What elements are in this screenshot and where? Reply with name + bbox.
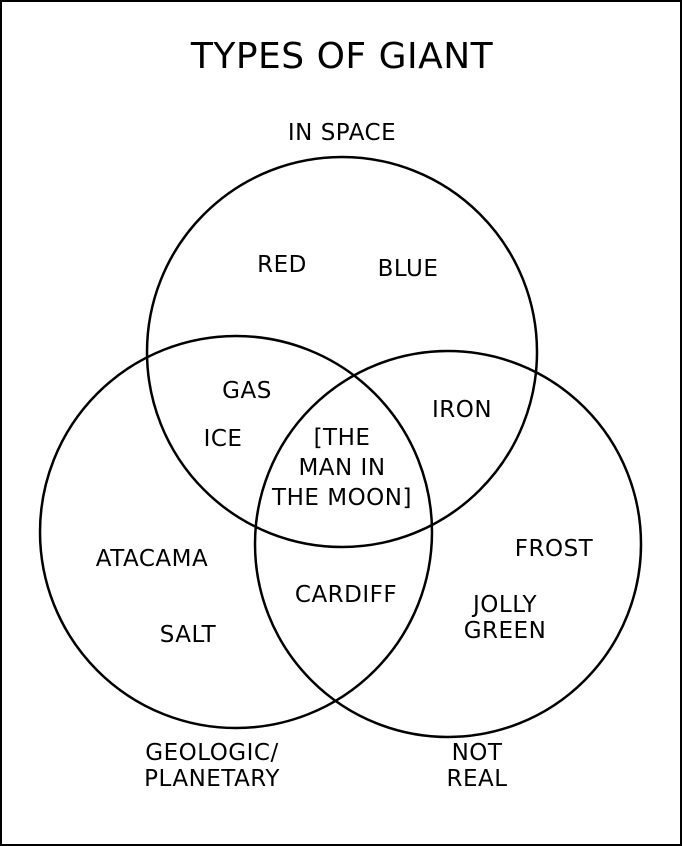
set-label-in-space: IN SPACE (287, 120, 397, 146)
item-jolly-green: JOLLY GREEN (464, 592, 547, 645)
set-label-line: NOT (451, 740, 503, 766)
item-frost: FROST (514, 536, 594, 562)
item-line: MAN IN (298, 454, 386, 481)
item-iron: IRON (431, 397, 493, 423)
item-salt: SALT (159, 622, 217, 648)
item-line: [THE (313, 425, 371, 451)
diagram-title: TYPES OF GIANT (190, 36, 494, 77)
item-cardiff: CARDIFF (294, 582, 398, 608)
item-ice: ICE (203, 426, 243, 452)
item-blue: BLUE (377, 256, 439, 282)
item-line: THE MOON] (272, 484, 412, 511)
set-label-line: GEOLOGIC/ (145, 740, 279, 766)
circle-in-space (145, 155, 539, 549)
item-gas: GAS (222, 378, 272, 404)
set-label-not-real: NOT REAL (446, 740, 507, 793)
set-label-line: PLANETARY (144, 766, 280, 793)
set-label-line: REAL (446, 766, 508, 793)
item-line: JOLLY (472, 592, 538, 618)
item-line: GREEN (463, 618, 547, 645)
circle-not-real (253, 349, 643, 739)
item-red: RED (257, 252, 307, 278)
item-atacama: ATACAMA (95, 546, 209, 572)
circle-geologic-planetary (38, 334, 434, 730)
set-label-geologic: GEOLOGIC/ PLANETARY (144, 740, 280, 793)
item-man-in-the-moon: [THE MAN IN THE MOON] (272, 424, 412, 514)
